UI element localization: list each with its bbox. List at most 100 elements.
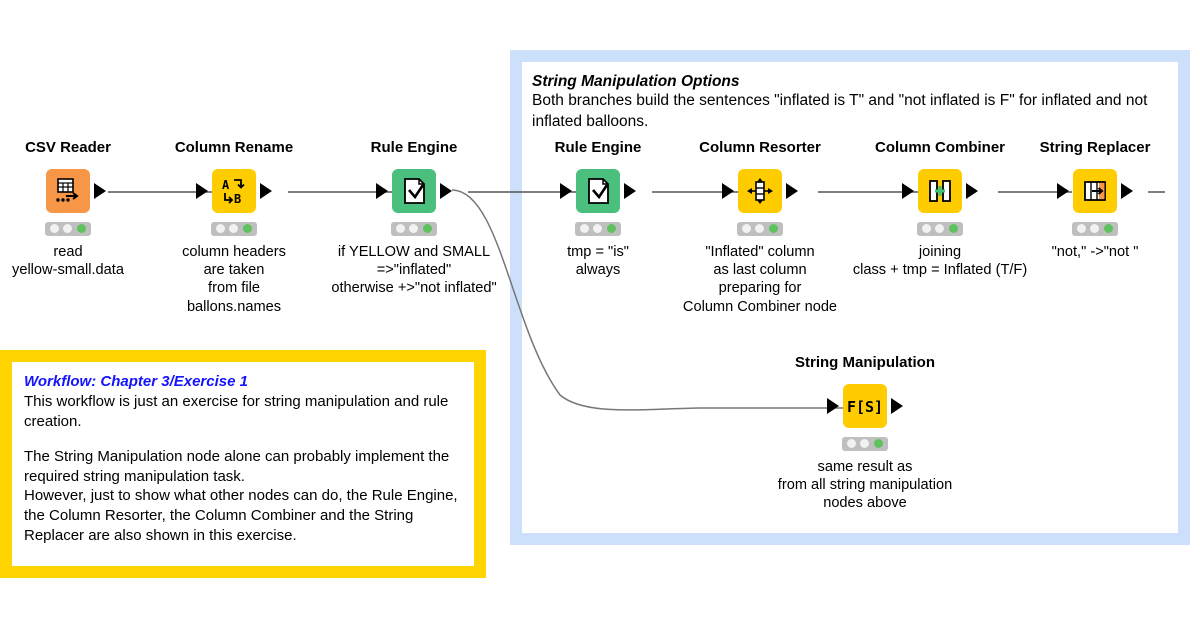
- node-title: Rule Engine: [370, 139, 458, 156]
- status-dot-executed: [76, 224, 86, 233]
- status-dot-idle: [580, 224, 590, 233]
- node-title: String Replacer: [1039, 139, 1151, 156]
- node-status-bar: [575, 221, 621, 236]
- node-string-manipulation[interactable]: String Manipulation F[S] same result as …: [778, 354, 952, 513]
- node-icon-rule-engine[interactable]: [560, 168, 636, 213]
- node-status-bar: [211, 221, 257, 236]
- node-body[interactable]: [0, 168, 148, 214]
- node-description: tmp = "is" always: [567, 243, 629, 278]
- node-icon-string-manipulation[interactable]: F[S]: [827, 383, 903, 428]
- status-dot-idle: [396, 224, 406, 233]
- node-icon-column-rename[interactable]: A B: [196, 168, 272, 213]
- status-dot-configured: [63, 224, 73, 233]
- note-paragraph-2: The String Manipulation node alone can p…: [24, 447, 450, 485]
- node-rule-engine-1[interactable]: Rule Engine if YELLOW and SMALL =>"infla…: [331, 139, 496, 298]
- node-description: column headers are taken from file ballo…: [182, 243, 286, 315]
- status-dot-executed: [606, 224, 616, 233]
- node-body[interactable]: A B: [154, 168, 314, 214]
- note-title: Workflow: Chapter 3/Exercise 1: [24, 373, 248, 390]
- node-icon-rule-engine[interactable]: [376, 168, 452, 213]
- node-body[interactable]: [860, 168, 1020, 214]
- output-port[interactable]: [891, 397, 903, 414]
- status-dot-executed: [948, 224, 958, 233]
- output-port[interactable]: [1121, 182, 1133, 199]
- fs-function-icon: F[S]: [848, 398, 882, 416]
- group-panel-description: Both branches build the sentences "infla…: [532, 92, 1148, 130]
- status-dot-executed: [422, 224, 432, 233]
- move-columns-icon: [747, 177, 773, 204]
- node-body[interactable]: [1015, 168, 1175, 214]
- node-icon-string-replacer[interactable]: [1057, 168, 1133, 213]
- output-port[interactable]: [440, 182, 452, 199]
- node-description: "Inflated" column as last column prepari…: [682, 243, 838, 315]
- group-panel-title: String Manipulation Options: [532, 73, 740, 90]
- status-dot-configured: [409, 224, 419, 233]
- input-port[interactable]: [560, 182, 572, 199]
- node-title: Rule Engine: [554, 139, 642, 156]
- node-body[interactable]: F[S]: [785, 383, 945, 429]
- note-paragraph-3: However, just to show what other nodes c…: [24, 487, 458, 545]
- table-import-icon: [56, 177, 79, 202]
- node-title: String Manipulation: [795, 354, 935, 371]
- combine-columns-icon: [929, 179, 951, 202]
- node-body[interactable]: [680, 168, 840, 214]
- group-panel-string-manipulation-options: String Manipulation Options Both branche…: [510, 50, 1190, 545]
- node-status-bar: [917, 221, 963, 236]
- status-dot-idle: [1077, 224, 1087, 233]
- node-description: joining class + tmp = Inflated (T/F): [852, 243, 1028, 278]
- node-icon-column-resorter[interactable]: [722, 168, 798, 213]
- node-rule-engine-2[interactable]: Rule Engine tmp = "is" always: [518, 139, 678, 279]
- node-title: CSV Reader: [25, 139, 111, 156]
- checkbox-document-icon: [404, 177, 425, 204]
- node-body[interactable]: [518, 168, 678, 214]
- node-status-bar: [391, 221, 437, 236]
- rename-ab-icon: A B: [222, 178, 245, 206]
- input-port[interactable]: [196, 182, 208, 199]
- node-status-bar: [45, 221, 91, 236]
- output-port[interactable]: [94, 182, 106, 199]
- node-icon-column-combiner[interactable]: [902, 168, 978, 213]
- input-port[interactable]: [376, 182, 388, 199]
- node-description: if YELLOW and SMALL =>"inflated" otherwi…: [331, 243, 497, 297]
- node-status-bar: [842, 436, 888, 451]
- replace-column-icon: [1084, 180, 1106, 201]
- input-port[interactable]: [1057, 182, 1069, 199]
- svg-text:A: A: [222, 178, 230, 192]
- status-dot-idle: [50, 224, 60, 233]
- node-column-combiner[interactable]: Column Combiner joining class + tmp = In…: [853, 139, 1027, 279]
- node-string-replacer[interactable]: String Replacer "not," ->"not ": [1015, 139, 1175, 261]
- node-description: read yellow-small.data: [12, 243, 124, 278]
- node-csv-reader[interactable]: CSV Reader read: [0, 139, 148, 279]
- output-port[interactable]: [624, 182, 636, 199]
- status-dot-configured: [1090, 224, 1100, 233]
- node-body[interactable]: [334, 168, 494, 214]
- note-paragraph-1: This workflow is just an exercise for st…: [24, 393, 449, 431]
- svg-text:F[S]: F[S]: [848, 398, 882, 416]
- output-port[interactable]: [786, 182, 798, 199]
- status-dot-idle: [742, 224, 752, 233]
- input-port[interactable]: [827, 397, 839, 414]
- output-port[interactable]: [260, 182, 272, 199]
- status-dot-configured: [860, 439, 870, 448]
- node-column-resorter[interactable]: Column Resorter: [680, 139, 840, 316]
- output-port[interactable]: [966, 182, 978, 199]
- workflow-annotation-note: Workflow: Chapter 3/Exercise 1 This work…: [0, 350, 486, 578]
- status-dot-configured: [229, 224, 239, 233]
- input-port[interactable]: [902, 182, 914, 199]
- node-status-bar: [1072, 221, 1118, 236]
- status-dot-configured: [935, 224, 945, 233]
- node-status-bar: [737, 221, 783, 236]
- node-icon-csv-reader[interactable]: [46, 168, 106, 213]
- input-port[interactable]: [722, 182, 734, 199]
- node-title: Column Combiner: [875, 139, 1005, 156]
- note-inner: Workflow: Chapter 3/Exercise 1 This work…: [12, 362, 474, 566]
- status-dot-configured: [755, 224, 765, 233]
- status-dot-configured: [593, 224, 603, 233]
- node-column-rename[interactable]: Column Rename A B column headers are tak…: [154, 139, 314, 316]
- note-spacer: [24, 432, 462, 447]
- node-title: Column Resorter: [699, 139, 821, 156]
- status-dot-executed: [873, 439, 883, 448]
- status-dot-executed: [242, 224, 252, 233]
- node-description: "not," ->"not ": [1051, 243, 1139, 260]
